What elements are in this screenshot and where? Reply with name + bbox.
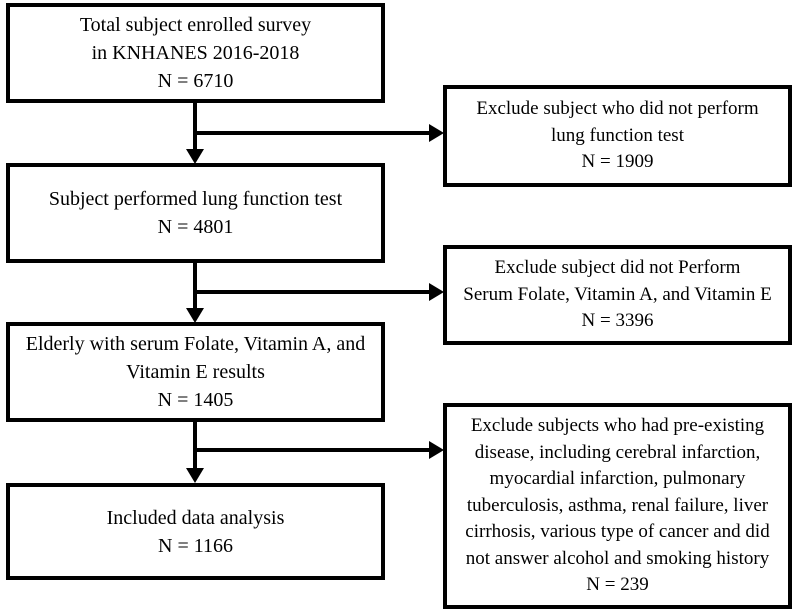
arrow-right-1-line — [193, 131, 429, 135]
arrow-down-2-head-icon — [186, 308, 204, 323]
box-total-enrolled-text: Total subject enrolled survey in KNHANES… — [79, 14, 312, 92]
box-exclude-no-lung-function-test-text: Exclude subject who did not perform lung… — [476, 98, 759, 173]
arrow-right-3-line — [193, 448, 429, 452]
arrow-down-3-head-icon — [186, 468, 204, 483]
arrow-right-3-head-icon — [429, 441, 444, 459]
box-exclude-preexisting-disease: Exclude subjects who had pre-existing di… — [443, 403, 792, 609]
arrow-down-2-line — [193, 263, 197, 308]
box-exclude-no-serum-tests: Exclude subject did not Perform Serum Fo… — [443, 245, 792, 345]
box-included-data-analysis: Included data analysis N = 1166 — [6, 483, 385, 580]
arrow-down-1-head-icon — [186, 149, 204, 164]
box-exclude-preexisting-disease-text: Exclude subjects who had pre-existing di… — [465, 414, 770, 596]
box-elderly-with-serum-results-text: Elderly with serum Folate, Vitamin A, an… — [25, 333, 366, 411]
box-exclude-no-serum-tests-text: Exclude subject did not Perform Serum Fo… — [463, 257, 772, 332]
arrow-down-1-line — [193, 103, 197, 149]
box-total-enrolled: Total subject enrolled survey in KNHANES… — [6, 3, 385, 103]
arrow-right-2-line — [193, 290, 429, 294]
arrow-right-2-head-icon — [429, 283, 444, 301]
box-exclude-no-lung-function-test: Exclude subject who did not perform lung… — [443, 85, 792, 187]
arrow-down-3-line — [193, 422, 197, 468]
box-elderly-with-serum-results: Elderly with serum Folate, Vitamin A, an… — [6, 322, 385, 422]
box-lung-function-performed: Subject performed lung function test N =… — [6, 163, 385, 263]
arrow-right-1-head-icon — [429, 124, 444, 142]
box-lung-function-performed-text: Subject performed lung function test N =… — [48, 188, 343, 238]
box-included-data-analysis-text: Included data analysis N = 1166 — [106, 506, 285, 557]
